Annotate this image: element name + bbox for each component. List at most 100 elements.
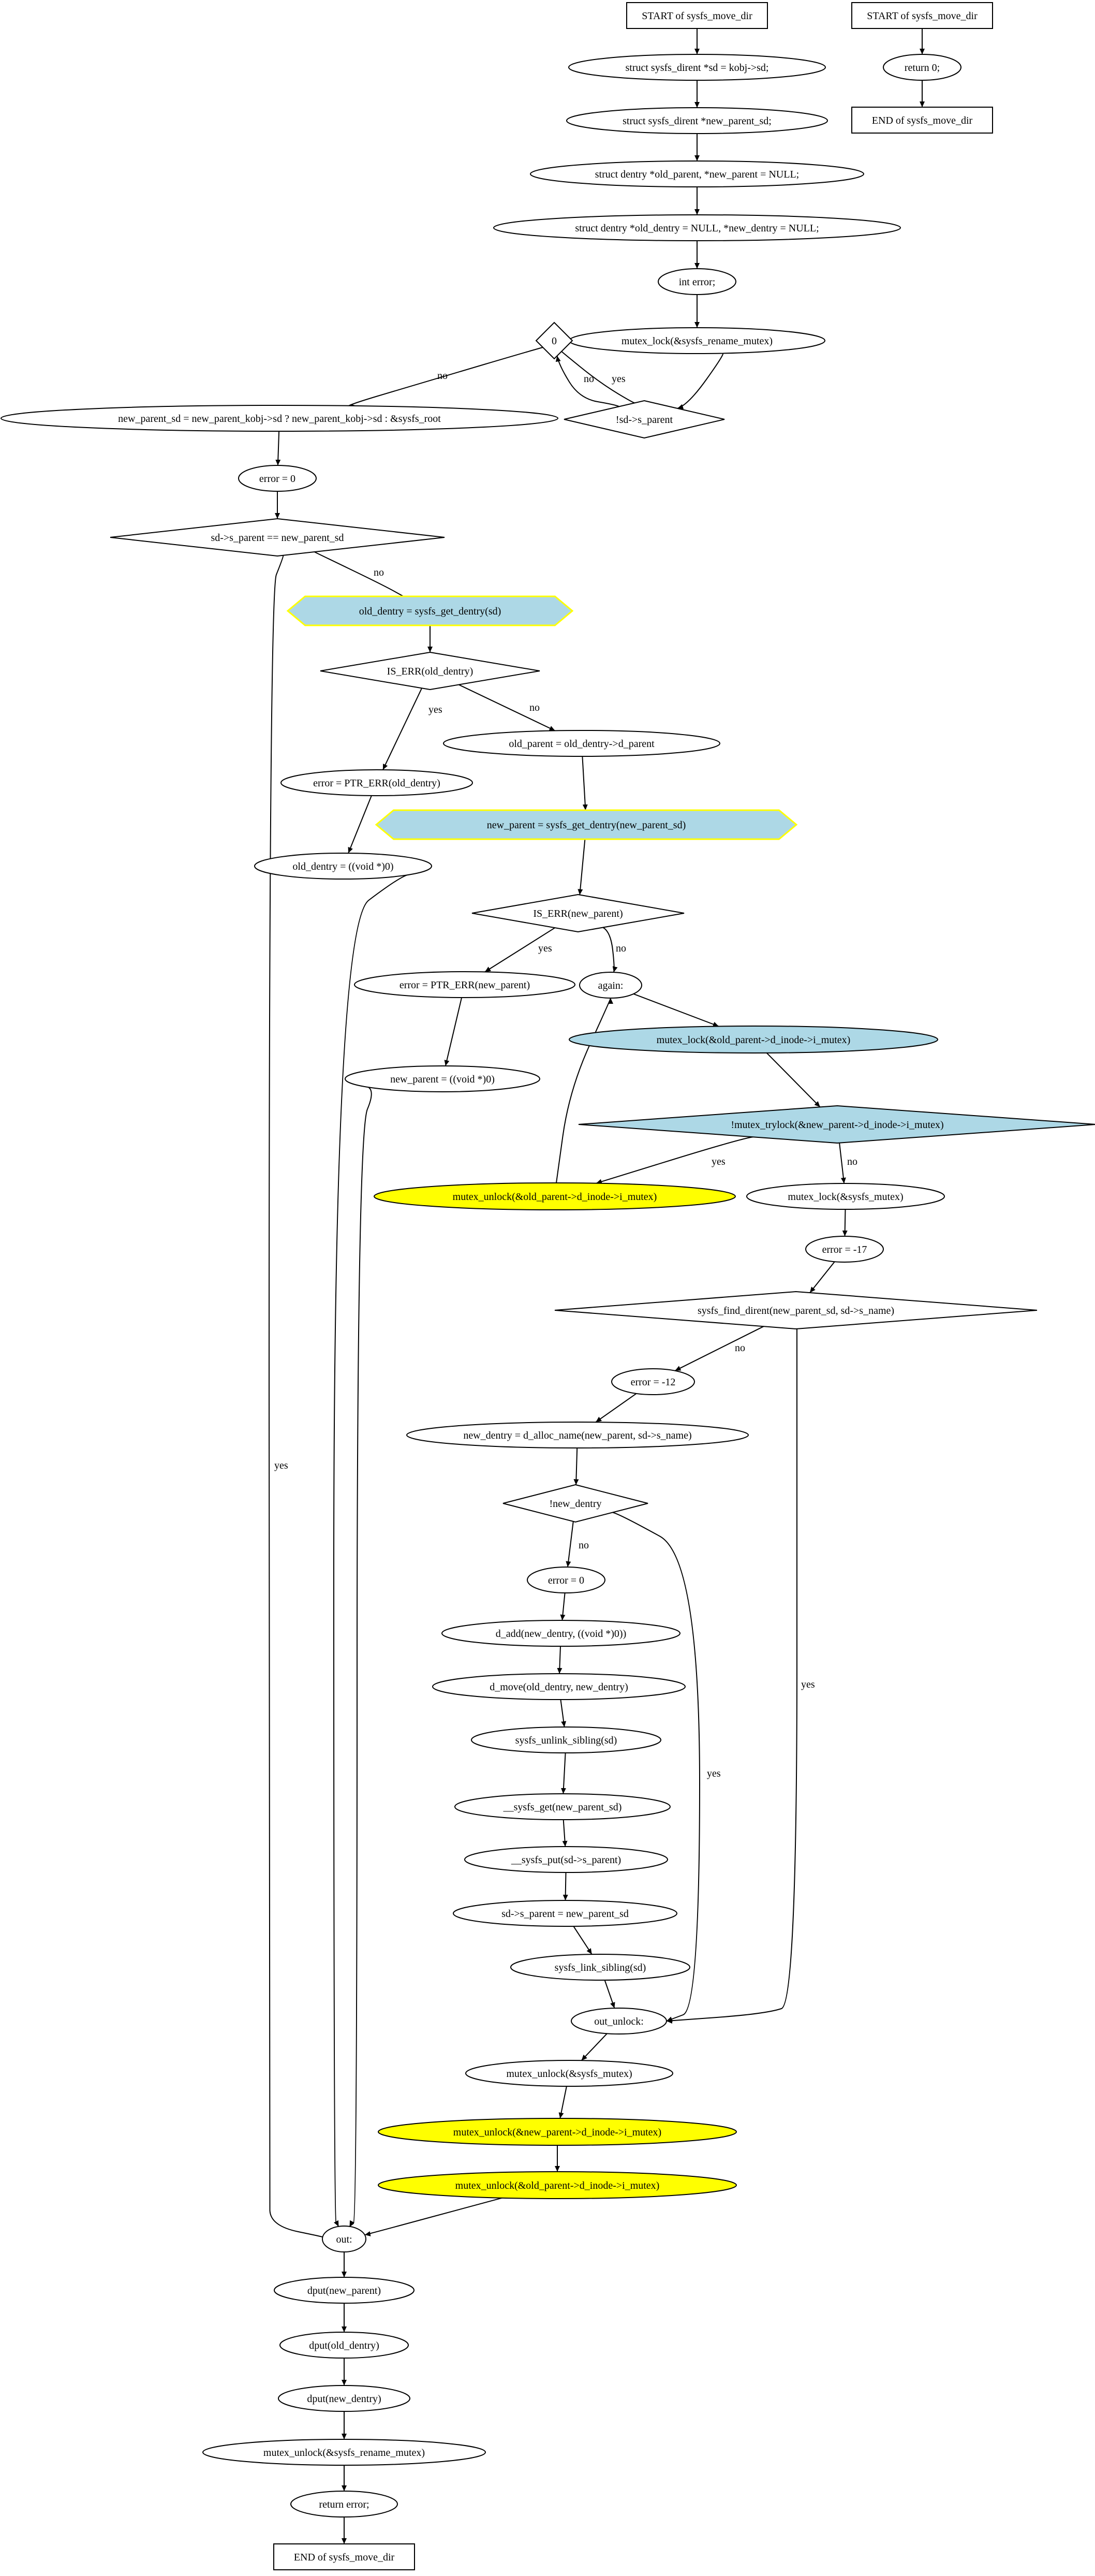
edge-n_d_alloc-to-d_new_dentry <box>573 1447 579 1485</box>
edge-n_unlock_old_b-to-n_out <box>364 2197 502 2236</box>
edge-d_iserr_old-to-n_old_parent <box>458 684 556 731</box>
node-ellipse <box>238 465 317 492</box>
edge-d_find_dirent-to-n_error12 <box>674 1326 764 1371</box>
edge-n_newparent_assign-to-n_error0a <box>275 431 281 466</box>
node-label: old_parent = old_dentry->d_parent <box>509 738 655 750</box>
node-label: __sysfs_put(sd->s_parent) <box>511 1854 621 1866</box>
node-label: old_dentry = ((void *)0) <box>292 861 393 872</box>
node-n_unlock_rename: mutex_unlock(&sysfs_rename_mutex) <box>202 2439 486 2466</box>
node-start_main: START of sysfs_move_dir <box>626 2 768 29</box>
node-label: struct dentry *old_dentry = NULL, *new_d… <box>575 223 819 234</box>
node-label: mutex_lock(&old_parent->d_inode->i_mutex… <box>657 1034 851 1046</box>
node-label: mutex_unlock(&old_parent->d_inode->i_mut… <box>453 1191 657 1203</box>
node-n_dentry_parent: struct dentry *old_parent, *new_parent =… <box>530 160 864 187</box>
node-h_old_dentry: old_dentry = sysfs_get_dentry(sd) <box>286 595 574 626</box>
node-label: sysfs_find_dirent(new_parent_sd, sd->s_n… <box>698 1305 894 1316</box>
node-h_new_parent: new_parent = sysfs_get_dentry(new_parent… <box>375 809 798 840</box>
node-hexagon <box>375 809 798 840</box>
edge-label: no <box>437 370 448 382</box>
node-n_dput_new: dput(new_dentry) <box>278 2385 410 2412</box>
node-label: out: <box>336 2234 352 2245</box>
node-label: sysfs_unlink_sibling(sd) <box>515 1735 617 1746</box>
node-label: return 0; <box>905 62 940 74</box>
edge-n_d_move-to-n_unlink_sibling <box>560 1699 567 1728</box>
node-ellipse <box>746 1183 945 1210</box>
edge-d_iserr_new-to-n_again <box>602 927 618 973</box>
node-label: old_dentry = sysfs_get_dentry(sd) <box>359 606 501 617</box>
node-label: __sysfs_get(new_parent_sd) <box>503 1802 622 1813</box>
node-label: dput(old_dentry) <box>309 2340 379 2351</box>
node-ellipse <box>441 1620 680 1647</box>
node-ellipse <box>1 405 558 432</box>
node-label: mutex_lock(&sysfs_rename_mutex) <box>622 335 773 347</box>
node-ellipse <box>530 160 864 187</box>
node-n_sysfs_put: __sysfs_put(sd->s_parent) <box>464 1846 668 1873</box>
node-d_new_dentry: !new_dentry <box>502 1484 648 1523</box>
node-n_out_unlock: out_unlock: <box>571 2008 667 2035</box>
node-label: struct sysfs_dirent *sd = kobj->sd; <box>626 62 769 74</box>
node-diamond <box>564 400 725 439</box>
node-ellipse <box>280 769 473 796</box>
node-n_d_move: d_move(old_dentry, new_dentry) <box>432 1673 686 1700</box>
node-d_sparent: !sd->s_parent <box>564 400 725 439</box>
node-label: int error; <box>679 276 716 288</box>
node-ellipse <box>443 730 720 757</box>
node-n_mutex_sysfs: mutex_lock(&sysfs_mutex) <box>746 1183 945 1210</box>
node-ellipse <box>406 1422 749 1448</box>
edge-label: no <box>847 1156 857 1167</box>
node-end_alt: END of sysfs_move_dir <box>851 107 993 134</box>
node-n_error0b: error = 0 <box>527 1567 605 1593</box>
node-n_unlock_new: mutex_unlock(&new_parent->d_inode->i_mut… <box>378 2118 737 2146</box>
edge-d_new_dentry-to-n_error0b <box>566 1521 574 1568</box>
node-ellipse <box>566 107 828 134</box>
node-ellipse <box>278 2385 410 2412</box>
node-label: dput(new_parent) <box>307 2285 381 2296</box>
node-n_d_add: d_add(new_dentry, ((void *)0)) <box>441 1620 680 1647</box>
node-label: error = 0 <box>548 1575 584 1586</box>
node-n_sd: struct sysfs_dirent *sd = kobj->sd; <box>568 54 826 81</box>
node-label: return error; <box>319 2499 369 2510</box>
edge-n_mutex_rename-to-d_sparent <box>677 353 724 409</box>
node-ellipse <box>464 1846 668 1873</box>
edge-n_ptrerr_new-to-n_new_void <box>444 997 463 1066</box>
node-diamond <box>554 1291 1038 1330</box>
node-n_sysfs_get: __sysfs_get(new_parent_sd) <box>454 1793 671 1820</box>
node-label: struct dentry *old_parent, *new_parent =… <box>595 169 800 180</box>
edge-n_link_sibling-to-n_out_unlock <box>604 1980 615 2009</box>
edge-n_old_parent-to-h_new_parent <box>582 756 588 811</box>
node-ellipse <box>471 1726 661 1753</box>
edge-label: no <box>616 943 626 954</box>
node-ellipse <box>254 853 432 880</box>
node-n_old_parent: old_parent = old_dentry->d_parent <box>443 730 720 757</box>
node-ellipse <box>202 2439 486 2466</box>
edge-n_again-to-n_mutex_old <box>633 993 719 1027</box>
node-label: !new_dentry <box>549 1498 601 1510</box>
edge-d_zero-to-d_sparent <box>561 351 641 409</box>
node-hexagon <box>286 595 574 626</box>
node-diamond <box>502 1484 648 1523</box>
node-ellipse <box>805 1236 884 1263</box>
node-n_unlock_old_b: mutex_unlock(&old_parent->d_inode->i_mut… <box>378 2171 737 2199</box>
node-box <box>273 2543 415 2570</box>
node-ellipse <box>290 2491 398 2518</box>
node-n_again: again: <box>579 972 642 999</box>
node-return0: return 0; <box>883 54 961 81</box>
edge-h_new_parent-to-d_iserr_new <box>578 839 586 895</box>
node-ellipse <box>322 2226 366 2252</box>
node-box <box>851 107 993 134</box>
node-label: mutex_lock(&sysfs_mutex) <box>788 1191 903 1203</box>
node-ellipse <box>374 1182 736 1210</box>
node-box <box>626 2 768 29</box>
node-label: new_dentry = d_alloc_name(new_parent, sd… <box>463 1430 691 1441</box>
node-n_old_void: old_dentry = ((void *)0) <box>254 853 432 880</box>
node-n_unlink_sibling: sysfs_unlink_sibling(sd) <box>471 1726 661 1753</box>
node-n_dput_old: dput(old_dentry) <box>279 2332 409 2359</box>
node-label: d_move(old_dentry, new_dentry) <box>490 1681 628 1693</box>
node-label: !sd->s_parent <box>616 414 673 426</box>
edge-d_trylock-to-n_mutex_sysfs <box>839 1143 846 1184</box>
node-diamond <box>110 518 445 557</box>
edge-n_out_unlock-to-n_unlock_sysfs <box>581 2033 608 2061</box>
node-n_error12: error = -12 <box>611 1368 695 1395</box>
node-ellipse <box>883 54 961 81</box>
